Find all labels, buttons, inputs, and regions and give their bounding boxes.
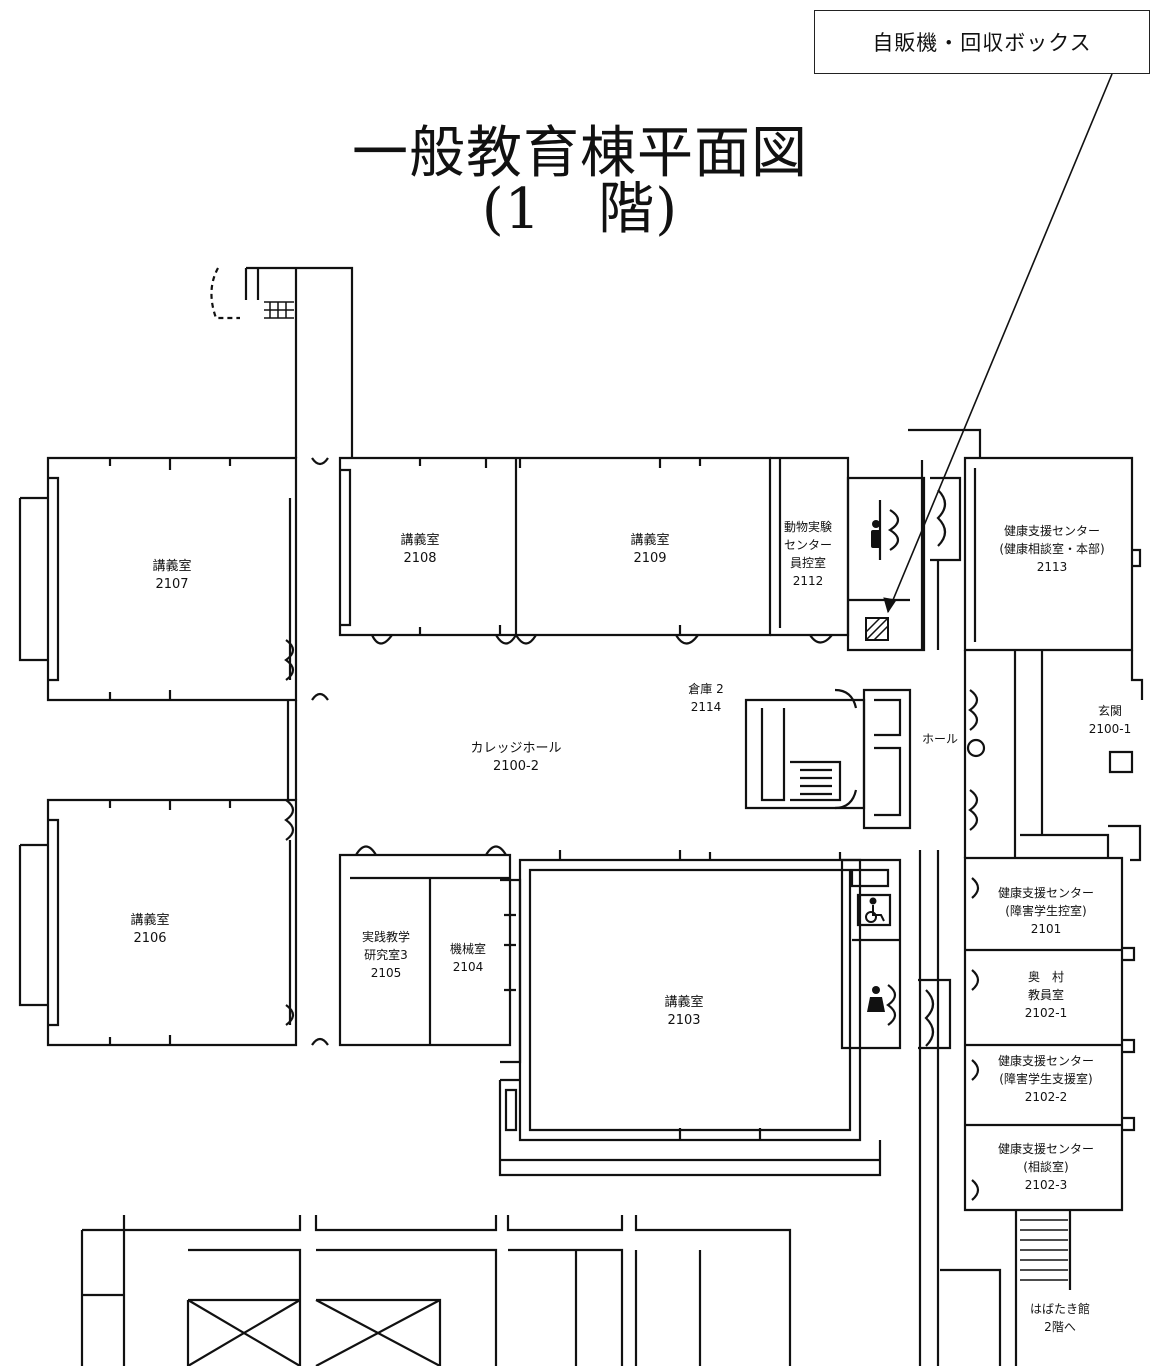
room-2104-name: 機械室	[449, 942, 487, 956]
room-label-2105: 実践教学 研究室3 2105	[362, 928, 410, 982]
room-2100-1-name: 玄関	[1097, 704, 1123, 718]
restroom-vending-block	[846, 428, 982, 652]
room-2103-number: 2103	[667, 1013, 701, 1028]
room-label-2103: 講義室 2103	[664, 994, 703, 1030]
room-2102-3-number: 2102-3	[1024, 1178, 1068, 1192]
room-2105-name-1: 実践教学	[361, 930, 411, 944]
room-2113-number: 2113	[1036, 560, 1068, 574]
room-2106-number: 2106	[133, 931, 167, 946]
room-2106-name: 講義室	[130, 913, 170, 928]
restroom-male-icon	[871, 520, 881, 548]
room-outline-2106	[18, 798, 329, 1047]
callout-label: 自販機・回収ボックス	[814, 10, 1150, 74]
room-2102-2-number: 2102-2	[1024, 1090, 1068, 1104]
room-2105-name-2: 研究室3	[364, 948, 408, 962]
room-2101-name-2: (障害学生控室)	[1005, 904, 1087, 918]
room-label-2109: 講義室 2109	[630, 532, 669, 568]
south-annex	[80, 1215, 792, 1366]
restroom-female-icon	[867, 986, 885, 1012]
room-outline-2105-2104	[338, 845, 522, 1064]
room-label-2102-3: 健康支援センター (相談室) 2102-3	[998, 1140, 1094, 1194]
room-2102-3-name-1: 健康支援センター	[997, 1142, 1095, 1156]
room-label-2100-2: カレッジホール 2100-2	[470, 740, 561, 776]
room-2107-number: 2107	[155, 577, 189, 592]
room-2113-name-1: 健康支援センター	[1003, 524, 1100, 538]
room-outline-2114	[744, 688, 912, 830]
room-2112-number: 2112	[792, 574, 824, 588]
room-2113-name-2: (健康相談室・本部)	[999, 542, 1105, 556]
room-label-2102-2: 健康支援センター (障害学生支援室) 2102-2	[998, 1052, 1094, 1106]
room-label-2112: 動物実験 センター 員控室 2112	[784, 518, 832, 590]
room-2100-1-number: 2100-1	[1088, 722, 1132, 736]
room-2102-2-name-1: 健康支援センター	[997, 1054, 1095, 1068]
north-stair-tower	[210, 266, 354, 458]
stairs-note: はばたき館 2階へ	[1030, 1300, 1090, 1336]
room-outline-2103	[498, 850, 882, 1177]
room-2102-2-name-2: (障害学生支援室)	[999, 1072, 1093, 1086]
room-2105-number: 2105	[370, 966, 402, 980]
hall-name: ホール	[922, 732, 959, 746]
room-2100-2-number: 2100-2	[492, 759, 540, 774]
east-office-stack	[940, 824, 1142, 1366]
room-label-2113: 健康支援センター (健康相談室・本部) 2113	[999, 522, 1104, 576]
vending-machine-icon	[865, 617, 889, 641]
room-2107-name: 講義室	[152, 559, 192, 574]
room-label-2114: 倉庫 2 2114	[688, 680, 723, 716]
room-2102-1-name-1: 奥 村	[1027, 970, 1065, 984]
room-2102-1-number: 2102-1	[1024, 1006, 1068, 1020]
room-outline-2113	[963, 456, 1144, 835]
room-2101-name-1: 健康支援センター	[997, 886, 1095, 900]
plan-title-line1: 一般教育棟平面図	[352, 121, 808, 186]
room-2102-3-name-2: (相談室)	[1023, 1160, 1069, 1174]
callout-pointer-line	[887, 73, 1113, 613]
callout-pointer-head	[883, 597, 897, 614]
room-2108-number: 2108	[403, 551, 437, 566]
room-label-2107: 講義室 2107	[152, 558, 191, 594]
stairs-note-line2: 2階へ	[1044, 1320, 1076, 1334]
room-2102-1-name-2: 教員室	[1027, 988, 1065, 1002]
room-2112-name-2: センター	[783, 538, 833, 552]
room-2114-number: 2114	[690, 700, 722, 714]
room-2101-number: 2101	[1030, 922, 1062, 936]
restroom-block-south	[840, 858, 952, 1050]
room-label-2106: 講義室 2106	[130, 912, 169, 948]
hall-label: ホール	[922, 730, 958, 748]
plan-title-line2: (1 階)	[481, 177, 679, 242]
south-stair	[1020, 1219, 1068, 1281]
north-room-block	[311, 456, 850, 701]
room-label-2102-1: 奥 村 教員室 2102-1	[1025, 968, 1068, 1022]
room-label-2104: 機械室 2104	[450, 940, 486, 976]
room-label-2101: 健康支援センター (障害学生控室) 2101	[998, 884, 1094, 938]
room-2109-number: 2109	[633, 551, 667, 566]
room-2103-name: 講義室	[664, 995, 704, 1010]
room-2104-number: 2104	[452, 960, 484, 974]
room-2112-name-1: 動物実験	[783, 520, 833, 534]
wheelchair-icon	[865, 897, 885, 923]
room-2112-name-3: 員控室	[789, 556, 827, 570]
room-label-2108: 講義室 2108	[400, 532, 439, 568]
room-2109-name: 講義室	[630, 533, 670, 548]
corridor-walls	[286, 460, 1017, 1366]
room-label-2100-1: 玄関 2100-1	[1089, 702, 1132, 738]
stairs-note-line1: はばたき館	[1029, 1302, 1091, 1316]
room-2114-name: 倉庫 2	[688, 682, 724, 696]
room-2100-2-name: カレッジホール	[470, 741, 562, 756]
room-2108-name: 講義室	[400, 533, 440, 548]
